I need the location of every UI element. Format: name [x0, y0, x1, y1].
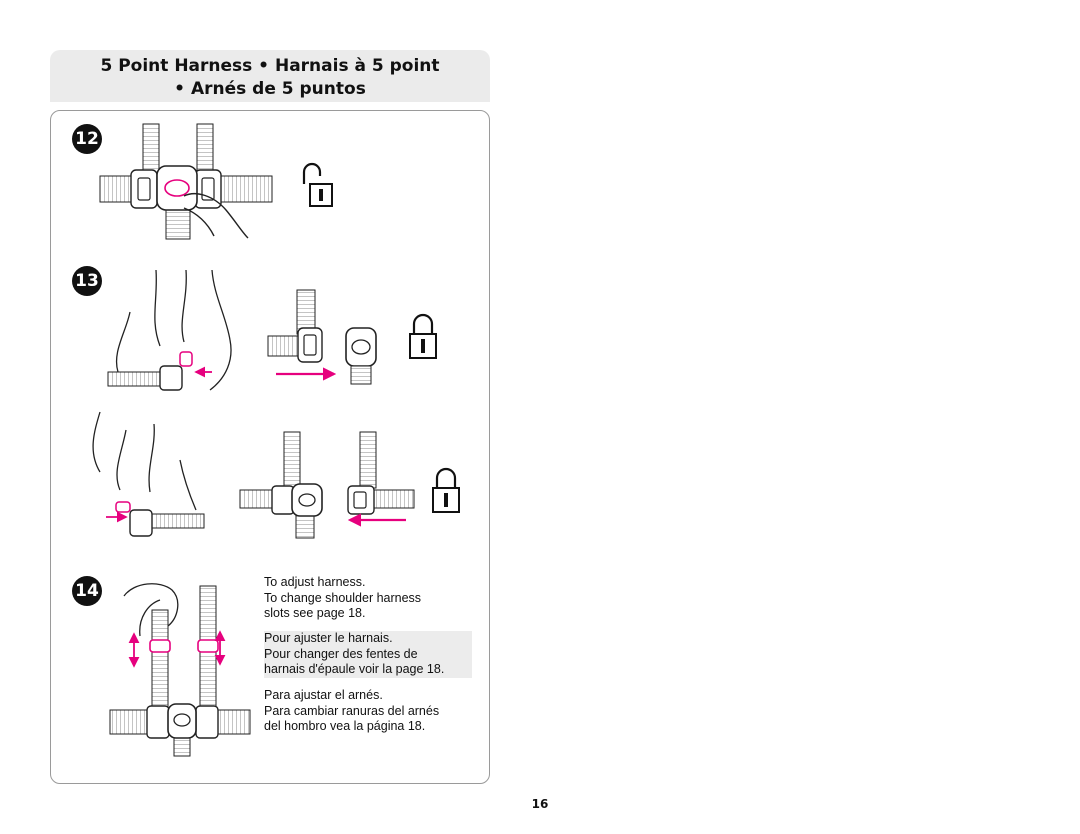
page-title-line-1: 5 Point Harness • Harnais à 5 point	[100, 56, 440, 76]
instruction-line: del hombro vea la página 18.	[264, 719, 426, 733]
locked-padlock-icon	[409, 313, 437, 359]
step13-inserted-buckle-illustration	[347, 431, 415, 527]
step-number-13: 13	[72, 266, 102, 296]
instruction-line: Pour ajuster le harnais.	[264, 631, 393, 645]
step-number-12: 12	[72, 124, 102, 154]
step12-buckle-illustration	[99, 123, 273, 240]
step13-separated-buckle-illustration	[267, 289, 377, 385]
unlocked-padlock-icon	[302, 162, 333, 207]
instruction-line: Pour changer des fentes de	[264, 646, 418, 661]
step13-hand-buckle-illustration	[92, 411, 205, 537]
instructions-english: To adjust harness. To change shoulder ha…	[264, 575, 472, 622]
instruction-line: To change shoulder harness	[264, 590, 422, 605]
step-number-14: 14	[72, 576, 102, 606]
page-number: 16	[531, 797, 549, 811]
title-banner	[50, 50, 490, 102]
instructions-french: Pour ajuster le harnais. Pour changer de…	[264, 631, 472, 678]
step14-harness-adjust-illustration	[109, 583, 251, 757]
instruction-line: harnais d'épaule voir la page 18.	[264, 662, 445, 676]
page-title-line-2: • Arnés de 5 puntos	[174, 79, 366, 99]
instruction-line: slots see page 18.	[264, 606, 366, 620]
step13-hand-unbuckle-illustration	[107, 269, 232, 391]
instruction-line: Para cambiar ranuras del arnés	[264, 703, 440, 718]
locked-padlock-icon	[432, 467, 460, 513]
instructions-spanish: Para ajustar el arnés. Para cambiar ranu…	[264, 688, 472, 735]
instruction-line: To adjust harness.	[264, 575, 366, 589]
instruction-line: Para ajustar el arnés.	[264, 688, 383, 702]
step13-joined-buckle-illustration	[239, 431, 323, 539]
